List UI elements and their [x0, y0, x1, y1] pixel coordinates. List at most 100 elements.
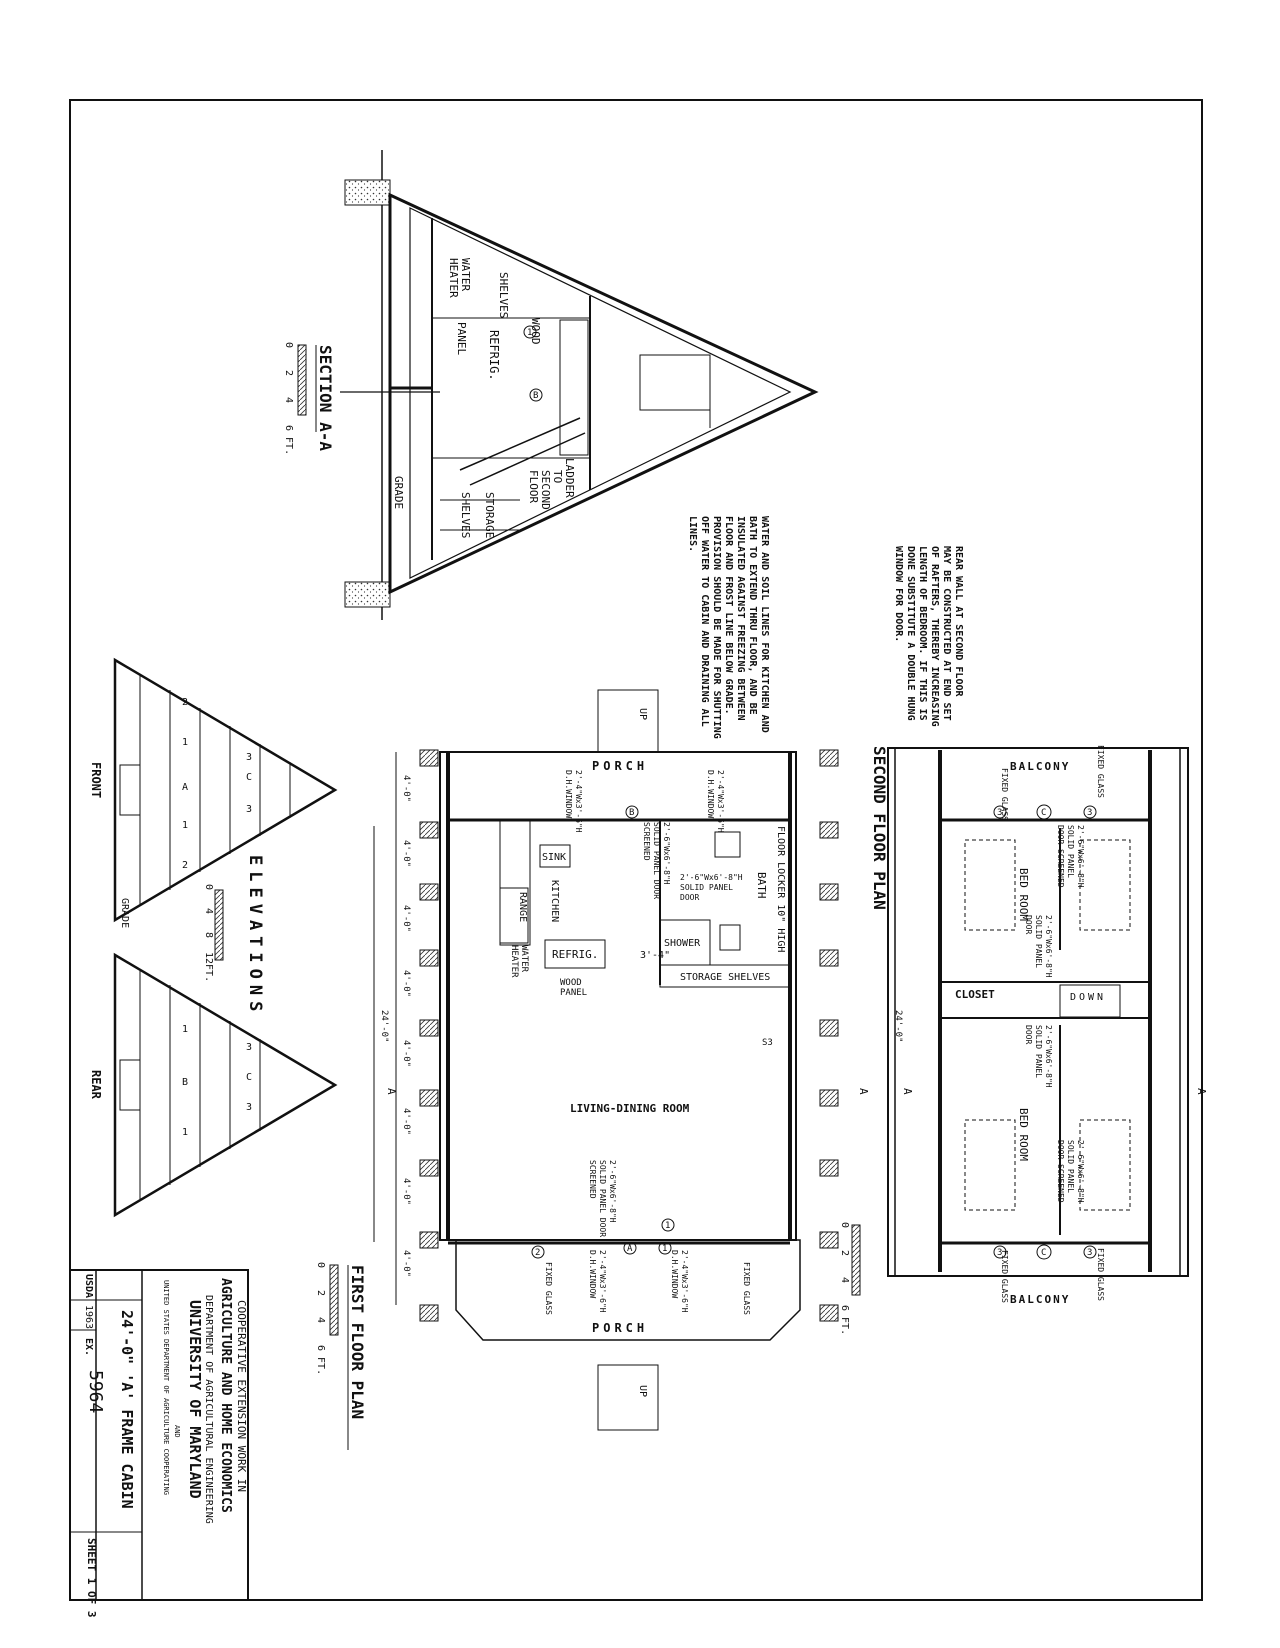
sheet-border	[69, 99, 1203, 1601]
second-scale-bar	[851, 1224, 861, 1296]
section-label-water-heater: WATER	[459, 258, 472, 291]
first-range: RANGE	[517, 892, 528, 922]
second-door-a-2: SOLID PANEL	[1066, 825, 1075, 878]
note-rear-wall-2: MAY BE CONSTRUCTED AT END SET	[941, 546, 952, 721]
first-floor-locker: FLOOR LOCKER 10" HIGH	[775, 826, 786, 952]
first-door-rear-2: SOLID PANEL DOOR	[598, 1160, 607, 1237]
front-callout-5: 2	[182, 860, 188, 871]
section-label-storage: STORAGE	[483, 492, 496, 538]
first-window-front-a: 2'-4"Wx3'-6"H	[574, 770, 583, 833]
second-door-d: 2'-6"Wx6'-8"H	[1076, 1140, 1085, 1203]
second-door-c: 2'-6"Wx6'-8"H	[1044, 1025, 1053, 1088]
first-storage-shelves: STORAGE SHELVES	[680, 972, 770, 983]
first-door-rear-3: SCREENED	[588, 1160, 597, 1199]
second-door-b-2: SOLID PANEL	[1034, 915, 1043, 968]
section-label-water-heater-2: HEATER	[447, 258, 460, 298]
first-window-rear-a-2: D.H.WINDOW	[588, 1250, 597, 1298]
second-scale-4: 4	[839, 1277, 850, 1283]
drawing-title: 24'-0" 'A' FRAME CABIN	[118, 1310, 136, 1509]
first-water-heater-2: HEATER	[509, 945, 519, 978]
first-scale-0: 0	[315, 1262, 326, 1268]
first-door-bath-3: DOOR	[680, 893, 699, 902]
front-callout-4: 1	[182, 820, 188, 831]
stair-top	[597, 689, 659, 753]
first-window-rear-b: 2'-4"Wx3'-6"H	[680, 1250, 689, 1313]
first-wood-panel-2: PANEL	[560, 988, 587, 998]
title-block: COOPERATIVE EXTENSION WORK IN AGRICULTUR…	[69, 1269, 249, 1617]
first-floor-title: FIRST FLOOR PLAN	[348, 1265, 367, 1419]
note-rear-wall-3: OF RAFTERS, THEREBY INCREASING	[929, 546, 940, 727]
rear-callout-6: 3	[246, 1102, 252, 1113]
note-water-soil-6: OFF WATER TO CABIN AND DRAINING ALL	[699, 516, 710, 727]
second-door-c-2: SOLID PANEL	[1034, 1025, 1043, 1078]
front-callout-3: A	[182, 782, 188, 793]
first-door-front-2: SOLID PANEL DOOR	[652, 822, 661, 899]
notes: REAR WALL AT SECOND FLOOR MAY BE CONSTRU…	[687, 516, 964, 739]
first-s3: S3	[762, 1038, 773, 1048]
first-dim-1: 4'-0"	[401, 775, 411, 802]
rear-label: REAR	[89, 1070, 103, 1100]
section-label-ladder-4: FLOOR	[527, 470, 540, 503]
rear-callout-1: 1	[182, 1024, 188, 1035]
section-title: SECTION A-A	[316, 345, 335, 451]
note-rear-wall-6: WINDOW FOR DOOR.	[893, 546, 904, 642]
second-fixed-glass-4: FIXED GLASS	[1096, 1248, 1105, 1301]
stair-bottom	[597, 1364, 659, 1431]
note-rear-wall-4: LENGTH OF BEDROOM. IF THIS IS	[917, 546, 928, 721]
first-window-front-b-2: D.H.WINDOW	[706, 770, 715, 818]
first-callout-a: A	[627, 1244, 633, 1254]
second-door-b: 2'-6"Wx6'-8"H	[1044, 915, 1053, 978]
note-water-soil-1: WATER AND SOIL LINES FOR KITCHEN AND	[759, 516, 770, 733]
title-line-1: COOPERATIVE EXTENSION WORK IN	[235, 1300, 248, 1492]
title-agency: USDA	[83, 1274, 94, 1298]
second-scale-6: 6 FT.	[839, 1305, 850, 1335]
note-water-soil-5: PROVISION SHOULD BE MADE FOR SHUTTING	[711, 516, 722, 739]
note-water-soil-7: LINES.	[687, 516, 698, 552]
first-water-heater: WATER	[519, 945, 529, 973]
first-scale-4: 4	[315, 1317, 326, 1323]
second-closet: CLOSET	[955, 988, 995, 1001]
rear-callout-4: 3	[246, 1042, 252, 1053]
a-frame-outline	[388, 192, 819, 595]
second-door-d-3: DOOR-SCREENED	[1056, 1140, 1065, 1203]
first-floor-plan: UP UP SINK RANGE KITCHEN REF	[315, 689, 870, 1450]
title-year: 1963	[83, 1305, 94, 1329]
first-dim-5: 4'-0"	[401, 1040, 411, 1067]
elevations-scale-4: 4	[203, 908, 214, 914]
elevations-scale-0: 0	[203, 884, 214, 890]
second-door-b-3: DOOR	[1024, 915, 1033, 934]
second-floor-outline	[887, 747, 1189, 1277]
note-water-soil-4: FLOOR AND FROST LINE BELOW GRADE.	[723, 516, 734, 715]
front-callout-1: 2	[182, 697, 188, 708]
second-callout-4: 3	[997, 1248, 1002, 1258]
second-section-mark-right: A	[1195, 1088, 1208, 1095]
front-callout-8: 3	[246, 804, 252, 815]
front-label: FRONT	[89, 762, 103, 798]
first-callout-b: B	[629, 808, 634, 818]
first-scale-6: 6 FT.	[315, 1345, 326, 1375]
second-fixed-glass-2: FIXED GLASS	[1096, 745, 1105, 798]
section-callout-b: B	[533, 391, 538, 401]
section-label-ladder-2: TO	[551, 470, 564, 483]
section-scale-0: 0	[283, 342, 294, 348]
second-floor-plan: BALCONY BALCONY BED ROOM BED ROOM CLOSET…	[839, 745, 1208, 1335]
first-dim-8: 4'-0"	[401, 1250, 411, 1277]
first-wood-panel: WOOD	[560, 978, 582, 988]
first-callout-1b: 1	[665, 1221, 670, 1231]
second-bed-room-b: BED ROOM	[1017, 1108, 1030, 1161]
first-door-front: 2'-6"Wx6'-8"H	[662, 822, 671, 885]
first-shower: SHOWER	[664, 938, 701, 949]
section-grade-label: GRADE	[392, 476, 405, 509]
elevations-scale-bar	[214, 889, 224, 961]
first-dim-7: 4'-0"	[401, 1178, 411, 1205]
section-label-ladder-3: SECOND	[539, 470, 552, 510]
section-scale-4: 4	[283, 397, 294, 403]
note-water-soil-2: BATH TO EXTEND THRU FLOOR, AND BE	[747, 516, 758, 715]
stair-bottom-up: UP	[637, 1385, 648, 1397]
second-callout-6: 3	[1087, 1248, 1092, 1258]
front-callout-6: C	[246, 772, 252, 783]
first-dim-small: 3'-4"	[640, 950, 670, 961]
section-a-a: WATER HEATER SHELVES REFRIG. PANEL WOOD …	[283, 150, 819, 620]
second-door-c-3: DOOR	[1024, 1025, 1033, 1044]
first-refrig: REFRIG.	[552, 948, 598, 961]
